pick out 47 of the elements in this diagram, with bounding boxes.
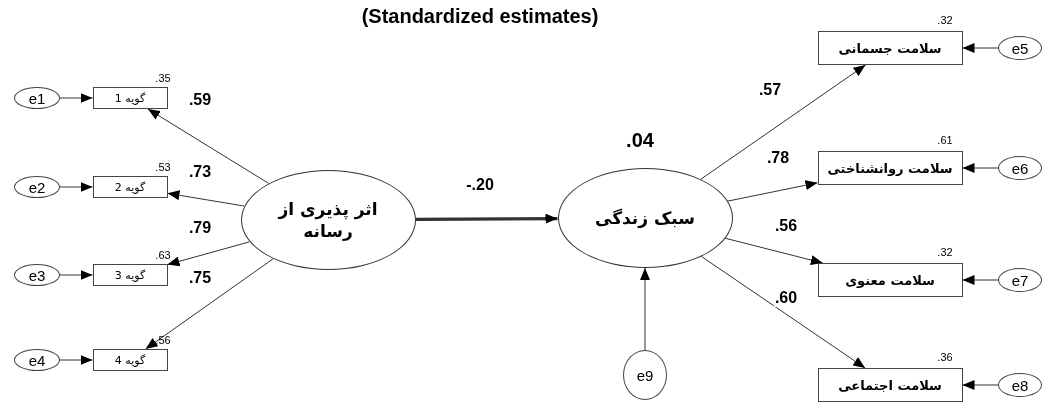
- arrow: [59, 93, 93, 103]
- observed-box: گویه 4: [92, 349, 168, 371]
- error-ellipse: e2: [14, 176, 60, 198]
- title: (Standardized estimates): [361, 4, 599, 28]
- arrow: [59, 182, 93, 192]
- beside-value: .56: [155, 334, 171, 346]
- error-ellipse: e4: [14, 349, 60, 371]
- arrow: [962, 163, 999, 173]
- latent-ellipse: اثر پذیری از رسانه: [240, 170, 416, 270]
- arrow: [962, 380, 999, 390]
- arrow: [724, 237, 824, 265]
- beside-value: .35: [155, 72, 171, 84]
- edge-label: .60: [773, 289, 799, 307]
- error-ellipse: e9: [623, 350, 667, 400]
- observed-box: سلامت اجتماعی: [817, 368, 963, 402]
- beside-value: .32: [937, 14, 953, 26]
- arrow: [167, 241, 250, 267]
- arrow: [167, 190, 245, 207]
- beside-value: .61: [937, 134, 953, 146]
- error-ellipse: e5: [998, 36, 1042, 60]
- arrow: [962, 43, 999, 53]
- beside-value: .53: [155, 161, 171, 173]
- observed-box: گویه 2: [92, 176, 168, 198]
- beside-value: .32: [937, 246, 953, 258]
- arrow: [700, 255, 866, 369]
- arrow: [962, 275, 999, 285]
- observed-box: گویه 1: [92, 87, 168, 109]
- observed-box: سلامت جسمانی: [817, 31, 963, 65]
- error-ellipse: e1: [14, 87, 60, 109]
- error-ellipse: e7: [998, 268, 1042, 292]
- beside-value: .36: [937, 351, 953, 363]
- error-ellipse: e8: [998, 373, 1042, 397]
- observed-box: گویه 3: [92, 264, 168, 286]
- arrow: [145, 258, 274, 350]
- error-ellipse: e3: [14, 264, 60, 286]
- arrow: [147, 108, 269, 184]
- arrow: [415, 213, 558, 224]
- observed-box: سلامت روانشناختی: [817, 151, 963, 185]
- arrow: [59, 270, 93, 280]
- latent-ellipse: سبک زندگی: [557, 168, 733, 268]
- beside-value: .04: [626, 128, 654, 152]
- error-ellipse: e6: [998, 156, 1042, 180]
- arrow: [700, 64, 866, 180]
- beside-value: .63: [155, 249, 171, 261]
- arrow: [59, 355, 93, 365]
- arrow: [640, 267, 650, 351]
- observed-box: سلامت معنوی: [817, 263, 963, 297]
